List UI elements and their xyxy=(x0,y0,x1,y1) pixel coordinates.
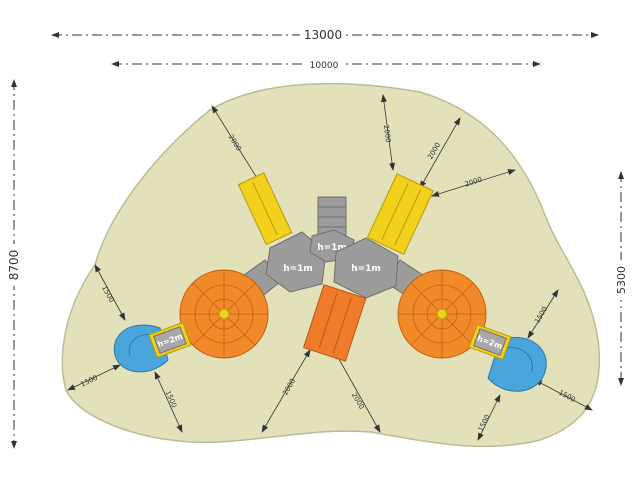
play-structure: h=1m h=1m h=1m xyxy=(113,172,547,392)
roof-tower-right xyxy=(397,269,487,359)
platform-right-height: h=1m xyxy=(351,264,381,274)
yellow-slide-right xyxy=(366,173,435,255)
right-height-label: 5300 xyxy=(615,266,628,294)
dimension-right-height: 5300 xyxy=(613,171,629,386)
platform-right: h=1m xyxy=(333,237,399,299)
dimension-overall-height: 8700 xyxy=(5,79,23,449)
platform-left-height: h=1m xyxy=(283,264,313,274)
roof-tower-left xyxy=(179,269,269,359)
svg-text:2000: 2000 xyxy=(382,124,392,143)
clearance-right-slide-top: 2000 xyxy=(380,94,396,171)
roof-right-ribs xyxy=(398,270,486,358)
overall-width-label: 13000 xyxy=(304,28,342,42)
dimension-overall-width: 13000 xyxy=(51,26,599,42)
yellow-slide-left xyxy=(237,172,293,246)
roof-left-ribs xyxy=(180,270,268,358)
dimension-inner-width: 10000 xyxy=(111,58,541,71)
tower-left-small: h=2m xyxy=(148,321,192,359)
tower-right-small: h=2m xyxy=(468,323,512,361)
platform-center-height: h=1m xyxy=(317,243,347,253)
orange-slide-center xyxy=(302,284,367,362)
inner-width-label: 10000 xyxy=(310,61,339,71)
overall-height-label: 8700 xyxy=(7,250,21,281)
safety-zone-area xyxy=(61,82,601,448)
